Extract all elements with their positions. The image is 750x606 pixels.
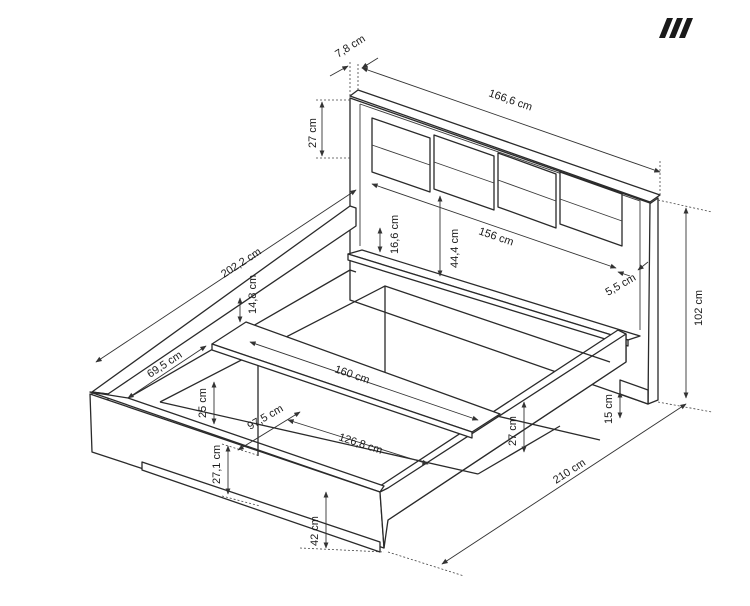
foot-board-right [379, 333, 627, 549]
dim-shelf-height: 16,6 cm [389, 215, 401, 254]
dim-frame-inner-height: 25 cm [197, 388, 209, 418]
dim-headboard-depth: 7,8 cm [333, 33, 367, 61]
bed-drawing [89, 89, 661, 553]
dim-base-height: 42 cm [309, 516, 321, 546]
dim-front-height: 27,1 cm [211, 445, 223, 484]
dim-headboard-inner-height: 44,4 cm [449, 229, 461, 268]
dim-leg-height: 15 cm [603, 394, 615, 424]
dim-side-rail-height: 27 cm [507, 416, 519, 446]
dim-headboard-panel-height: 27 cm [307, 118, 319, 148]
dim-headboard-width: 166,6 cm [487, 87, 534, 113]
dim-rail-height-top: 14,8 cm [247, 275, 259, 314]
dim-inner-length: 126,8 cm [337, 431, 384, 456]
triple-slash-logo-icon [659, 18, 693, 38]
dim-total-height: 102 cm [693, 290, 705, 326]
dim-slat-spacing: 97,5 cm [246, 403, 286, 433]
